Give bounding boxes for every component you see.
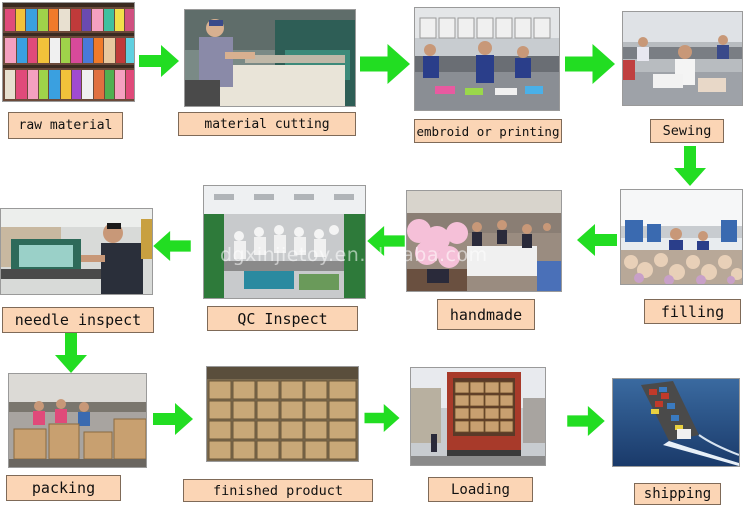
qc-inspect-photo [203,185,366,299]
arrow-right-icon [360,44,410,84]
arrow-left-icon [577,224,617,256]
step-label-qc-inspect: QC Inspect [207,306,358,331]
step-label-shipping: shipping [634,483,721,505]
step-label-finished-product: finished product [183,479,373,502]
arrow-left-icon [367,226,405,256]
step-label-material-cutting: material cutting [178,112,356,136]
step-label-needle-inspect: needle inspect [2,307,154,333]
raw-material-photo [2,2,135,102]
shipping-photo [612,378,740,467]
step-label-sewing: Sewing [650,119,724,143]
needle-inspect-photo [0,208,153,295]
sewing-photo [622,11,743,106]
handmade-photo [406,190,562,292]
arrow-right-icon [152,403,194,435]
step-label-raw-material: raw material [8,112,123,139]
step-label-embroid-or-printing: embroid or printing [414,119,562,143]
arrow-down-icon [669,146,711,186]
loading-photo [410,367,546,466]
arrow-right-icon [567,406,605,436]
step-label-loading: Loading [428,477,533,502]
arrow-down-icon [49,333,93,373]
filling-photo [620,189,743,285]
step-label-filling: filling [644,299,741,324]
arrow-right-icon [364,404,400,432]
arrow-right-icon [139,45,179,77]
step-label-packing: packing [6,475,121,501]
arrow-right-icon [565,44,615,84]
arrow-left-icon [153,231,191,261]
finished-product-photo [206,366,359,462]
step-label-handmade: handmade [437,299,535,330]
embroidery-photo [414,7,560,111]
packing-photo [8,373,147,468]
material-cutting-photo [184,9,356,107]
